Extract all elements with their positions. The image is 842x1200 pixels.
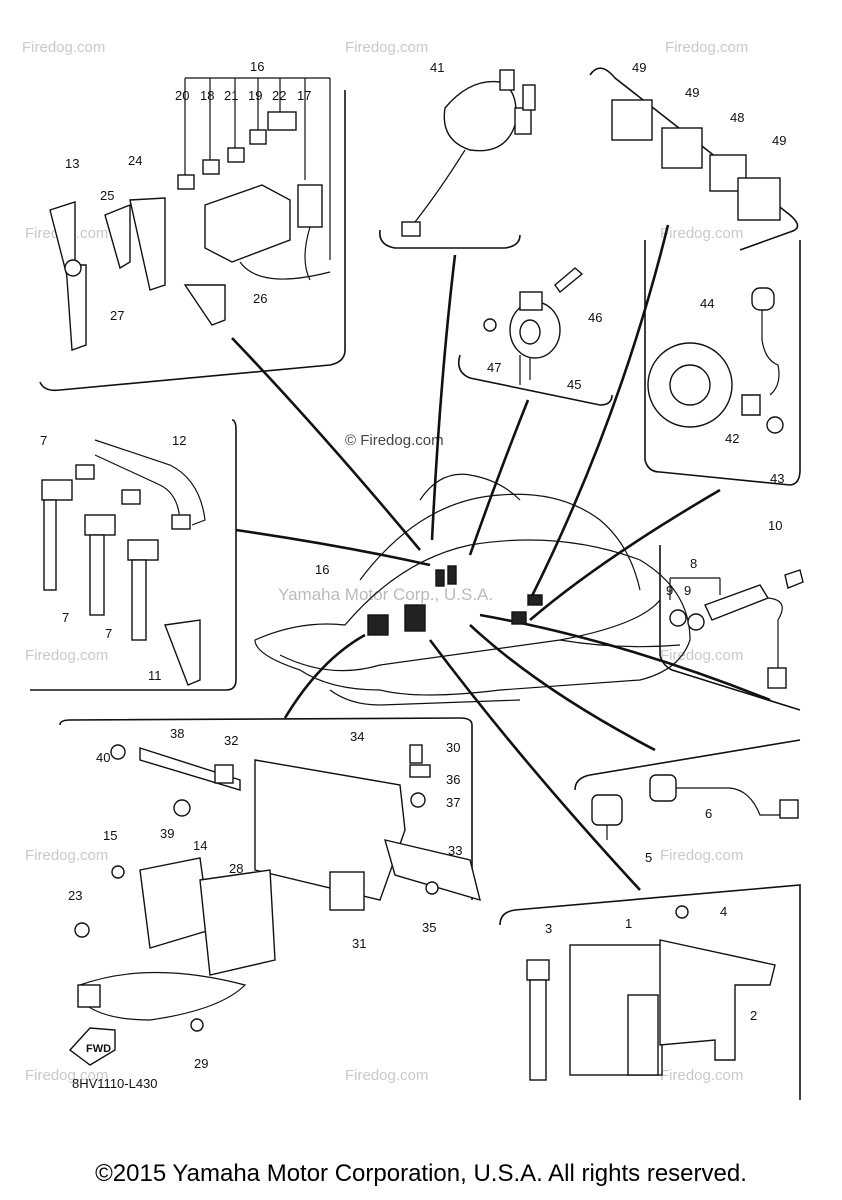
callout-39: 39 [160, 826, 174, 841]
watermark: Firedog.com [22, 39, 105, 56]
callout-45: 45 [567, 377, 581, 392]
callout-19: 19 [248, 88, 262, 103]
callout-17: 17 [297, 88, 311, 103]
callout-40: 40 [96, 750, 110, 765]
callout-7c: 7 [105, 626, 112, 641]
diagram-code: 8HV1110-L430 [72, 1076, 158, 1091]
callout-30: 30 [446, 740, 460, 755]
watermark: Firedog.com [25, 847, 108, 864]
callout-35: 35 [422, 920, 436, 935]
callout-33: 33 [448, 843, 462, 858]
callout-38: 38 [170, 726, 184, 741]
callout-16: 16 [250, 59, 264, 74]
callout-24: 24 [128, 153, 142, 168]
callout-44: 44 [700, 296, 714, 311]
callout-4: 4 [720, 904, 727, 919]
main-switch [401, 69, 536, 237]
callout-3: 3 [545, 921, 552, 936]
thermo-sensor-group [591, 774, 799, 840]
callout-43: 43 [770, 471, 784, 486]
callout-13: 13 [65, 156, 79, 171]
watermark: Firedog.com [660, 225, 743, 242]
callout-9a: 9 [666, 583, 673, 598]
watermark: Firedog.com [25, 647, 108, 664]
callout-8: 8 [690, 556, 697, 571]
callout-7: 7 [40, 433, 47, 448]
callout-6: 6 [705, 806, 712, 821]
callout-labels: 1 2 3 4 5 6 7 7 7 8 9 9 10 11 12 13 14 1… [40, 59, 786, 1071]
chassis-sketch [254, 473, 691, 706]
watermark-layer: Firedog.com Firedog.com Firedog.com Fire… [22, 39, 748, 1084]
callout-32: 32 [224, 733, 238, 748]
callout-26: 26 [253, 291, 267, 306]
callout-5: 5 [645, 850, 652, 865]
frames [30, 67, 801, 1100]
sensor-group [483, 267, 584, 385]
callout-18: 18 [200, 88, 214, 103]
callout-36: 36 [446, 772, 460, 787]
callout-49c: 49 [772, 133, 786, 148]
callout-14: 14 [193, 838, 207, 853]
callout-15: 15 [103, 828, 117, 843]
callout-2: 2 [750, 1008, 757, 1023]
callout-22: 22 [272, 88, 286, 103]
callout-23: 23 [68, 888, 82, 903]
rectifier-group: FWD 8HV1110-L430 [68, 744, 481, 1091]
callout-12: 12 [172, 433, 186, 448]
copyright-notice: ©2015 Yamaha Motor Corporation, U.S.A. A… [95, 1160, 747, 1187]
callout-27: 27 [110, 308, 124, 323]
sensor-left-group [41, 439, 206, 686]
callout-46: 46 [588, 310, 602, 325]
callout-49b: 49 [685, 85, 699, 100]
callout-28: 28 [229, 861, 243, 876]
callout-42: 42 [725, 431, 739, 446]
callout-9b: 9 [684, 583, 691, 598]
ecu-group [526, 905, 776, 1081]
watermark: Firedog.com [665, 39, 748, 56]
watermark: Firedog.com [660, 1067, 743, 1084]
callout-20: 20 [175, 88, 189, 103]
callout-37: 37 [446, 795, 460, 810]
callout-31: 31 [352, 936, 366, 951]
fuse-box-group [49, 77, 331, 351]
watermark: Firedog.com [345, 1067, 428, 1084]
watermark: Firedog.com [660, 847, 743, 864]
callout-29: 29 [194, 1056, 208, 1071]
watermark: Firedog.com [25, 1067, 108, 1084]
sensor-right-group [669, 569, 804, 689]
callout-16b: 16 [315, 562, 329, 577]
callout-1: 1 [625, 916, 632, 931]
callout-41: 41 [430, 60, 444, 75]
trigger-wheel-group [647, 287, 784, 434]
callout-48: 48 [730, 110, 744, 125]
watermark: Firedog.com [345, 39, 428, 56]
watermark-center: © Firedog.com [345, 432, 444, 449]
watermark: Firedog.com [660, 647, 743, 664]
callout-47: 47 [487, 360, 501, 375]
callout-11: 11 [148, 668, 162, 683]
callout-49a: 49 [632, 60, 646, 75]
callout-21: 21 [224, 88, 238, 103]
fwd-label: FWD [86, 1043, 111, 1055]
callout-34: 34 [350, 729, 364, 744]
relay-group [611, 99, 781, 221]
callout-10: 10 [768, 518, 782, 533]
center-watermark: Yamaha Motor Corp., U.S.A. [278, 585, 493, 604]
callout-25: 25 [100, 188, 114, 203]
callout-7b: 7 [62, 610, 69, 625]
